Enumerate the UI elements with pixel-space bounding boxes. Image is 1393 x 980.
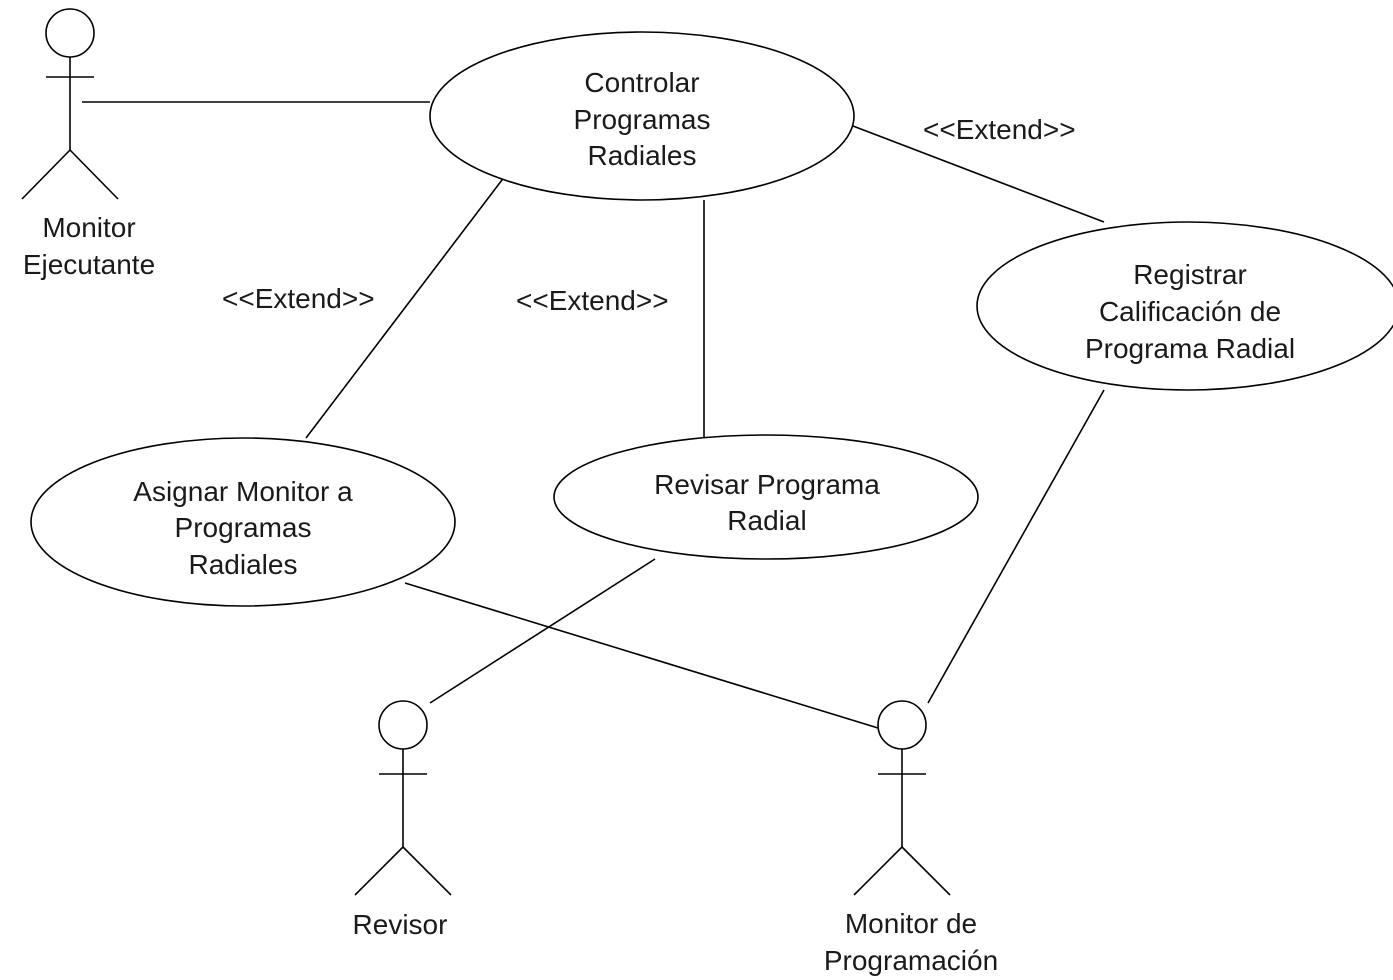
line-controlar-asignar <box>305 175 506 439</box>
use-case-controlar[interactable]: Controlar Programas Radiales <box>429 31 855 201</box>
line-controlar-registrar <box>852 125 1105 223</box>
extend-label: <<Extend>> <box>516 285 669 316</box>
actor-label: Revisor <box>353 909 448 940</box>
actor-head <box>378 700 428 750</box>
use-case-label: Revisar Programa <box>654 469 880 500</box>
use-case-revisar[interactable]: Revisar Programa Radial <box>553 434 979 560</box>
use-case-label: Radiales <box>189 549 298 580</box>
actor-revisor[interactable]: Revisor <box>353 700 452 940</box>
actor-label: Ejecutante <box>23 249 155 280</box>
use-case-label: Asignar Monitor a <box>133 476 353 507</box>
actor-label: Programación <box>824 945 998 976</box>
use-case-label: Programas <box>175 512 312 543</box>
use-case-label: Programas <box>574 104 711 135</box>
use-case-label: Controlar <box>584 67 699 98</box>
extend-label: <<Extend>> <box>923 114 1076 145</box>
actor-label: Monitor de <box>845 908 977 939</box>
use-case-asignar[interactable]: Asignar Monitor a Programas Radiales <box>30 437 456 607</box>
line-revisar-revisor <box>429 558 656 704</box>
actor-monitor-programacion[interactable]: Monitor de Programación <box>824 700 998 976</box>
use-case-registrar[interactable]: Registrar Calificación de Programa Radia… <box>976 221 1393 391</box>
use-case-label: Registrar <box>1133 259 1247 290</box>
line-asignar-monitor-programacion <box>404 582 879 729</box>
use-case-label: Radial <box>727 505 806 536</box>
extend-label: <<Extend>> <box>222 283 375 314</box>
actor-label: Monitor <box>42 212 135 243</box>
actor-head <box>45 8 95 58</box>
actor-head <box>877 700 927 750</box>
use-case-label: Radiales <box>588 140 697 171</box>
use-case-label: Programa Radial <box>1085 333 1295 364</box>
use-case-label: Calificación de <box>1099 296 1281 327</box>
actor-monitor-ejecutante[interactable]: Monitor Ejecutante <box>21 8 155 280</box>
line-registrar-monitor-programacion <box>927 389 1105 704</box>
